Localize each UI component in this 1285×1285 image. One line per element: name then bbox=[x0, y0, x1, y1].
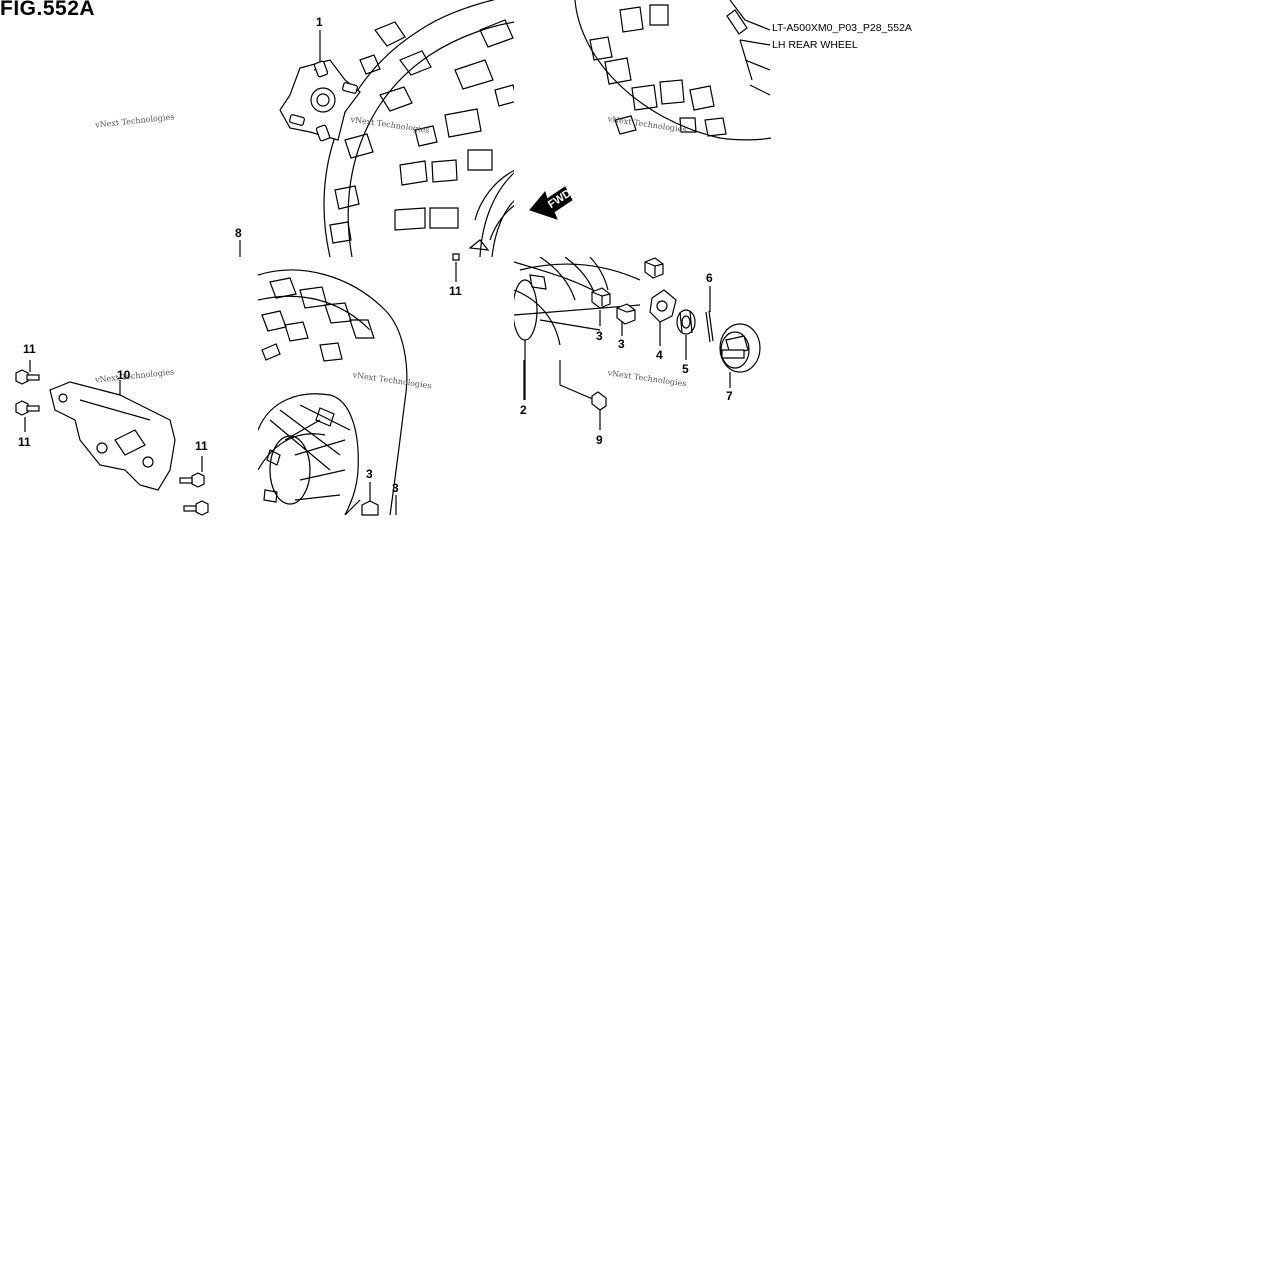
watermark-6: vNext Technologies bbox=[606, 368, 687, 388]
tire-tread-upper-left bbox=[323, 0, 514, 257]
bolt-part-11-d bbox=[183, 500, 209, 516]
lug-nut-part-3-c bbox=[616, 303, 636, 336]
watermark-5: vNext Technologies bbox=[351, 370, 432, 390]
bolt-part-11-e bbox=[452, 253, 460, 282]
callout-3-a: 3 bbox=[596, 329, 603, 343]
tire-tread-upper-right bbox=[574, 0, 771, 141]
cotter-pin-part-6 bbox=[705, 286, 714, 343]
bolt-part-11-c bbox=[179, 456, 205, 488]
callout-7: 7 bbox=[726, 389, 733, 403]
callout-3-b: 3 bbox=[618, 337, 625, 351]
figure-name: LH REAR WHEEL bbox=[772, 39, 858, 51]
castle-nut-part-5 bbox=[676, 309, 696, 360]
wheel-hub-part-1 bbox=[279, 30, 361, 142]
figure-code: LT-A500XM0_P03_P28_552A bbox=[772, 22, 912, 34]
hub-cap-part-7 bbox=[719, 323, 761, 388]
watermark-3: vNext Technologies bbox=[606, 114, 687, 134]
watermark-4: vNext Technologies bbox=[94, 367, 175, 384]
figure-title: FIG.552A bbox=[0, 0, 96, 20]
lug-nut-part-3-a bbox=[644, 257, 664, 279]
forward-direction-arrow: FWD bbox=[529, 186, 574, 220]
callout-3-c: 3 bbox=[366, 467, 373, 481]
callout-3-d: 3 bbox=[392, 481, 399, 495]
callout-10: 10 bbox=[117, 368, 131, 382]
washer-part-4 bbox=[649, 289, 677, 346]
valve-part-9 bbox=[591, 391, 607, 430]
callout-11-b: 11 bbox=[18, 435, 31, 449]
callout-9: 9 bbox=[596, 433, 603, 447]
callout-2: 2 bbox=[520, 403, 527, 417]
wheel-rim-fragment bbox=[479, 172, 514, 257]
callout-6: 6 bbox=[706, 271, 713, 285]
callout-11-d: 11 bbox=[449, 284, 462, 298]
callout-1: 1 bbox=[316, 15, 323, 29]
bolt-part-11-b bbox=[15, 400, 40, 432]
tire-and-rim-lower-left bbox=[258, 269, 408, 515]
callout-5: 5 bbox=[682, 362, 689, 376]
watermark-1: vNext Technologies bbox=[94, 112, 175, 129]
lug-nut-lower-c bbox=[361, 482, 397, 516]
callout-11-a: 11 bbox=[23, 342, 36, 356]
bolt-part-11-a bbox=[15, 360, 40, 385]
watermarks: vNext Technologies vNext Technologies vN… bbox=[94, 112, 687, 390]
callout-8: 8 bbox=[235, 226, 242, 240]
rim-lower-right bbox=[514, 257, 641, 401]
bracket-part-10 bbox=[49, 380, 176, 491]
watermark-2: vNext Technologies bbox=[349, 115, 430, 135]
lug-nut-part-3-b bbox=[591, 287, 611, 326]
callout-11-c: 11 bbox=[195, 439, 208, 453]
callout-4: 4 bbox=[656, 348, 663, 362]
